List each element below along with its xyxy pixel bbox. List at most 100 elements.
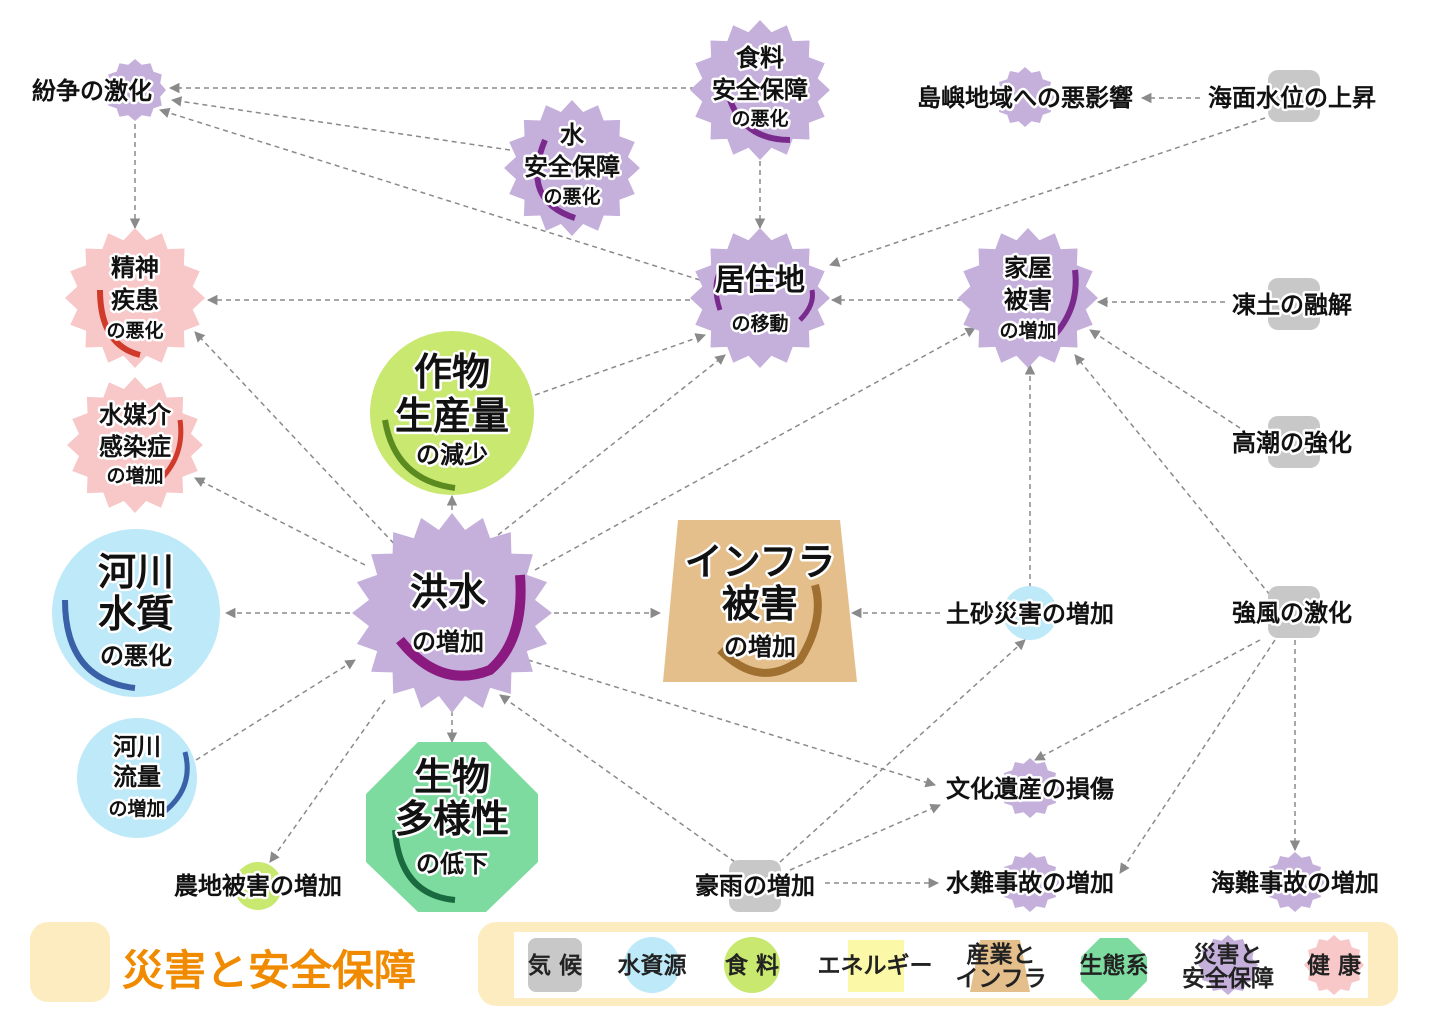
- edge-riverflow-flood: [195, 659, 356, 761]
- sediment-circle: [1003, 586, 1057, 640]
- relocation-star: [690, 228, 830, 368]
- node-water-security: 水安全保障 の悪化: [504, 100, 640, 236]
- node-heavy-rain: 豪雨の増加: [693, 860, 818, 912]
- river-flow-label: 河川流量: [113, 733, 161, 791]
- node-marine: 海難事故の増加: [1209, 852, 1382, 912]
- legend-label-water: 水資源: [618, 952, 687, 979]
- heavy-rain-label: 豪雨の増加: [695, 872, 815, 900]
- node-infra: インフラ被害 の増加: [663, 520, 857, 682]
- crop-circle: [370, 331, 534, 495]
- flood-arrow-icon: [396, 574, 526, 681]
- legend-label-health: 健 康: [1307, 952, 1362, 979]
- river-flow-arrow-icon: [158, 751, 190, 818]
- edge-rain-flood: [499, 694, 736, 863]
- farmland-circle: [234, 862, 282, 910]
- waterborne-label: 水媒介感染症: [99, 401, 172, 461]
- water-security-arrow-icon: [534, 138, 576, 221]
- node-flood: 洪水 の増加: [352, 513, 552, 713]
- legend-swatch-disaster: [1198, 935, 1258, 995]
- relocation-label: 居住地: [715, 263, 805, 298]
- edge-crop-relocation: [534, 333, 706, 396]
- biodiversity-sub: の低下: [416, 850, 488, 878]
- housing-arrow-icon: [1047, 269, 1079, 343]
- edges: [129, 82, 1301, 889]
- relocation-arrow-left-icon: [713, 263, 727, 311]
- drowning-star: [1000, 852, 1060, 912]
- housing-star: [958, 228, 1098, 368]
- legend-label-food: 食 料: [725, 952, 779, 979]
- edge-watersec-conflict: [170, 96, 511, 151]
- infra-label: インフラ被害: [685, 540, 836, 626]
- node-housing: 家屋被害 の増加: [958, 228, 1098, 368]
- river-flow-sub: の増加: [108, 797, 165, 820]
- mental-sub: の悪化: [106, 319, 163, 342]
- biodiversity-octagon: [366, 742, 538, 912]
- sea-level-label: 海面水位の上昇: [1208, 84, 1376, 112]
- drowning-label: 水難事故の増加: [946, 869, 1114, 897]
- edge-flood-heritage: [527, 659, 937, 788]
- sea-level-box: [1268, 70, 1320, 122]
- edge-flood-mental: [194, 331, 401, 551]
- infra-arrow-icon: [717, 583, 822, 677]
- node-crop: 作物生産量 の減少: [370, 331, 534, 495]
- food-security-sub: の悪化: [731, 107, 788, 130]
- river-quality-circle: [52, 529, 220, 697]
- node-farmland: 農地被害の増加: [172, 862, 345, 910]
- edge-wind-housing: [1074, 354, 1271, 596]
- mental-label: 精神疾患: [111, 254, 159, 314]
- water-security-sub: の悪化: [543, 185, 600, 208]
- edge-rain-sediment: [779, 639, 1026, 863]
- node-conflict: 紛争の激化: [30, 59, 166, 121]
- sediment-label: 土砂災害の増加: [946, 600, 1114, 628]
- wind-box: [1268, 586, 1320, 638]
- housing-label: 家屋被害: [1004, 254, 1052, 314]
- legend-swatch-industry: [970, 940, 1030, 992]
- legend-swatch-climate: [528, 938, 582, 992]
- node-food-security: 食料安全保障 の悪化: [690, 20, 830, 160]
- edge-relocation-conflict: [158, 107, 701, 281]
- island-star: [995, 67, 1055, 127]
- food-security-star: [690, 20, 830, 160]
- legend-swatch-health: [1304, 935, 1364, 995]
- node-sea-level: 海面水位の上昇: [1206, 70, 1379, 122]
- permafrost-label: 凍土の融解: [1232, 291, 1352, 319]
- node-mental: 精神疾患 の悪化: [65, 228, 205, 368]
- storm-surge-box: [1268, 416, 1320, 468]
- river-quality-sub: の悪化: [100, 642, 172, 670]
- footer: 災害と安全保障 気 候 水資源 食 料 エネルギー 産業とインフラ 生態系 災害…: [30, 922, 1398, 1006]
- node-sediment: 土砂災害の増加: [944, 586, 1117, 640]
- crop-sub: の減少: [416, 441, 488, 469]
- crop-arrow-icon: [382, 419, 456, 491]
- node-permafrost: 凍土の融解: [1230, 278, 1355, 330]
- legend-swatch-energy: [848, 940, 904, 992]
- page-title: 災害と安全保障: [122, 946, 416, 995]
- edge-wind-heritage: [1034, 639, 1261, 761]
- mental-star: [65, 228, 205, 368]
- edge-sealevel-relocation: [829, 117, 1266, 267]
- food-security-label: 食料安全保障: [712, 44, 808, 104]
- legend-label-industry: 産業とインフラ: [955, 941, 1046, 992]
- heavy-rain-box: [729, 860, 781, 912]
- edge-flood-waterborne: [194, 477, 366, 566]
- edge-rain-heritage: [789, 803, 941, 871]
- marine-star: [1265, 852, 1325, 912]
- island-label: 島嶼地域への悪影響: [917, 84, 1133, 112]
- node-waterborne: 水媒介感染症 の増加: [67, 377, 203, 513]
- marine-label: 海難事故の増加: [1211, 869, 1379, 897]
- node-heritage: 文化遺産の損傷: [944, 758, 1117, 818]
- relocation-arrow-right-icon: [798, 289, 815, 322]
- legend-swatch-ecosystem: [1081, 938, 1147, 1000]
- infra-sub: の増加: [724, 633, 796, 661]
- water-security-star: [504, 100, 640, 236]
- wind-label: 強風の激化: [1232, 599, 1352, 627]
- legend-label-climate: 気 候: [528, 952, 583, 979]
- flood-label: 洪水: [410, 570, 487, 614]
- mental-arrow-icon: [97, 289, 141, 358]
- biodiversity-arrow-icon: [392, 829, 456, 903]
- heritage-label: 文化遺産の損傷: [946, 775, 1114, 803]
- conflict-star: [104, 59, 166, 121]
- node-biodiversity: 生物多様性 の低下: [366, 742, 538, 912]
- node-storm-surge: 高潮の強化: [1230, 416, 1355, 468]
- housing-sub: の増加: [999, 319, 1056, 342]
- food-security-arrow-icon: [727, 98, 791, 143]
